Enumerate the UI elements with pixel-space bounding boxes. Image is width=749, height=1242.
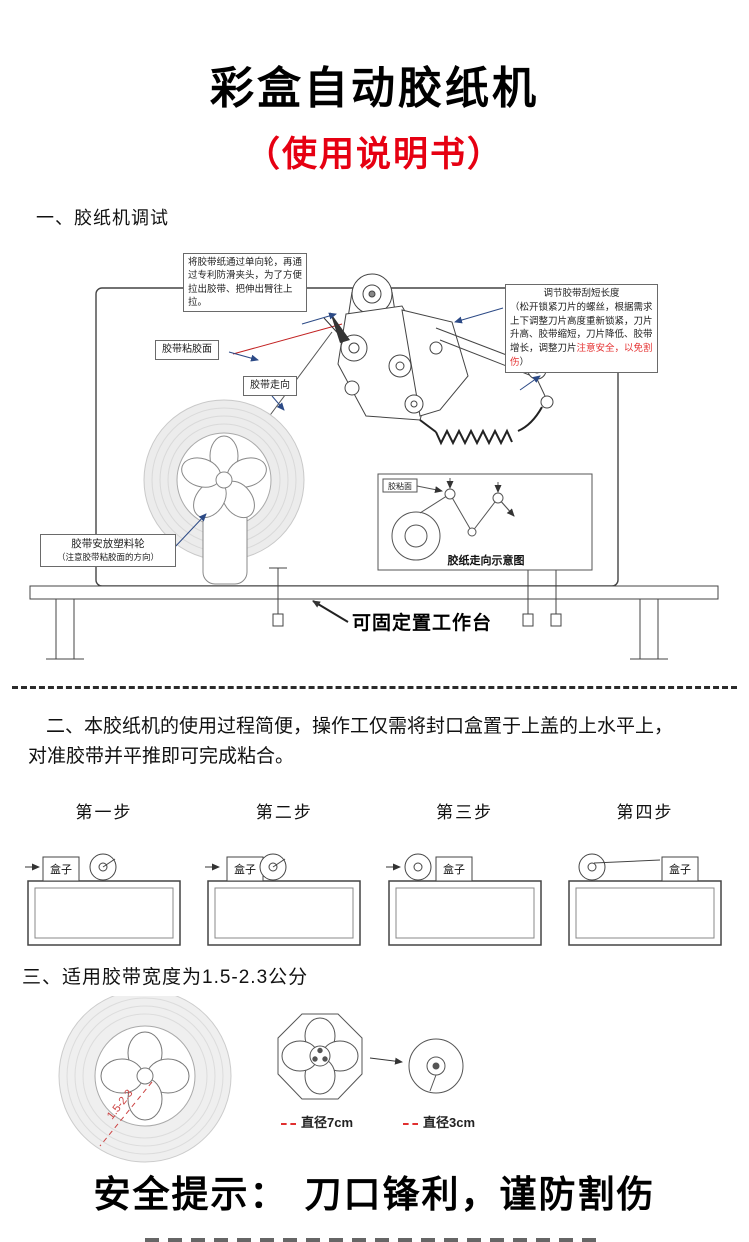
- step-2: 第二步 盒子: [200, 798, 368, 956]
- usage-steps: 第一步 盒子 第二步 盒子: [20, 798, 729, 956]
- cutter-mechanism: [323, 273, 469, 421]
- diameter-3cm-text: 直径3cm: [423, 1115, 476, 1130]
- machine-diagram-art: 胶粘面 胶纸走向示意图: [29, 273, 719, 660]
- width-measure-line: [99, 1081, 153, 1147]
- step-1-label: 第一步: [75, 803, 133, 822]
- worktable: [29, 585, 719, 660]
- blade: [330, 312, 350, 343]
- roll-7cm: [277, 1013, 363, 1100]
- step-1: 第一步 盒子: [20, 798, 188, 956]
- callout-leader-arrows: [173, 307, 541, 549]
- red-dash-icon: [403, 1122, 418, 1125]
- step-4-box-label: 盒子: [669, 862, 691, 876]
- diameter-3cm-label: 直径3cm: [398, 1112, 475, 1131]
- step-1-diagram: 盒子: [25, 853, 181, 946]
- step-4-diagram: 盒子: [568, 853, 722, 946]
- roll-compare-arrow: [369, 1057, 403, 1065]
- step-3-box-label: 盒子: [443, 862, 465, 876]
- machine-diagram: 胶粘面 胶纸走向示意图 将胶带纸通过单向轮，再通过专利防滑夹头，为了方便拉出胶带…: [0, 248, 749, 688]
- section2-text: 二、本胶纸机的使用过程简便，操作工仅需将封口盒置于上盖的上水平上， 对准胶带并平…: [28, 712, 731, 773]
- large-tape-roll: 1.5-2.3: [58, 989, 232, 1163]
- wheel-line1: 胶带安放塑料轮: [71, 538, 145, 550]
- safety-prefix: 安全提示：: [93, 1175, 289, 1216]
- tape-direction-schematic: 胶粘面 胶纸走向示意图: [377, 473, 593, 571]
- schematic-adhesive-label: 胶粘面: [388, 481, 412, 491]
- tape-path-line: [261, 331, 333, 427]
- step-4-label: 第四步: [616, 803, 674, 822]
- tape-size-diagram: 1.5-2.3 直径7cm: [0, 989, 749, 1172]
- callout-adhesive-side: 胶带粘胶面: [155, 340, 219, 360]
- adjust-title: 调节胶带刮短长度: [543, 288, 620, 299]
- wheel-line2: （注意胶带粘胶面的方向）: [56, 551, 159, 562]
- page-title: 彩盒自动胶纸机: [210, 64, 539, 113]
- step-3-diagram: 盒子: [385, 853, 542, 946]
- section2-line2: 对准胶带并平推即可完成粘合。: [28, 746, 295, 768]
- safety-warning: 安全提示： 刀口锋利，谨防割伤: [0, 1164, 749, 1218]
- roll-3cm: [408, 1038, 464, 1094]
- callout-length-adjustment: 调节胶带刮短长度 （松开锁紧刀片的螺丝，根据需求上下调整刀片高度重新锁紧，刀片升高…: [505, 284, 658, 373]
- section1-heading: 一、胶纸机调试: [36, 208, 169, 228]
- tension-spring: [419, 406, 543, 446]
- diameter-7cm-text: 直径7cm: [301, 1115, 354, 1130]
- callout-plastic-wheel: 胶带安放塑料轮 （注意胶带粘胶面的方向）: [40, 534, 176, 567]
- callout-tape-direction: 胶带走向: [243, 376, 297, 396]
- tape-size-art: 1.5-2.3: [58, 989, 464, 1163]
- adjust-warning: 注意安全，以免割伤: [510, 343, 653, 368]
- adjust-closing: ）: [519, 356, 530, 368]
- safety-text: 刀口锋利，谨防割伤: [304, 1175, 656, 1216]
- worktable-arrow: [312, 600, 349, 623]
- page-subtitle: （使用说明书）: [244, 135, 504, 174]
- step-3: 第三步 盒子: [381, 798, 549, 956]
- tape-adhesive-line: [232, 323, 343, 355]
- red-dash-icon: [281, 1122, 296, 1125]
- step-2-diagram: 盒子: [205, 853, 362, 946]
- section2-line1: 二、本胶纸机的使用过程简便，操作工仅需将封口盒置于上盖的上水平上，: [46, 716, 674, 737]
- worktable-label: 可固定置工作台: [352, 613, 493, 634]
- step-3-label: 第三步: [436, 803, 494, 822]
- tape-roll: [143, 399, 305, 585]
- diameter-7cm-label: 直径7cm: [276, 1112, 353, 1131]
- schematic-caption: 胶纸走向示意图: [448, 553, 525, 567]
- section3-heading: 三、适用胶带宽度为1.5-2.3公分: [22, 967, 309, 988]
- step-1-box-label: 盒子: [50, 862, 72, 876]
- step-2-label: 第二步: [255, 803, 313, 822]
- dashed-divider: [12, 686, 737, 689]
- adjust-body: （松开锁紧刀片的螺丝，根据需求上下调整刀片高度重新锁紧，刀片升高、胶带缩短，刀片…: [510, 301, 653, 355]
- step-4: 第四步 盒子: [561, 798, 729, 956]
- callout-feed-instructions: 将胶带纸通过单向轮，再通过专利防滑夹头，为了方便拉出胶带、把伸出臂往上拉。: [183, 253, 307, 313]
- step-2-box-label: 盒子: [234, 862, 256, 876]
- cropped-text-line: [145, 1238, 605, 1242]
